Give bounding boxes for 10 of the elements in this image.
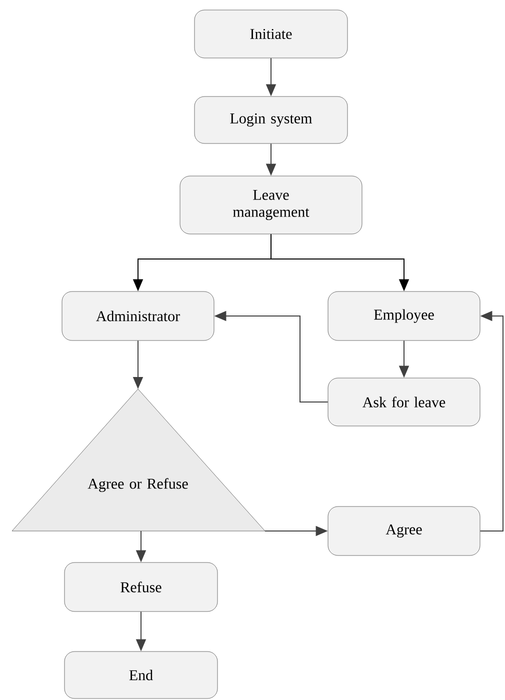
process-box: End [64,651,218,699]
process-box: Leave management [180,176,362,234]
process-box: Agree [328,506,480,556]
process-box: Initiate [194,10,348,58]
process-box: Employee [328,291,480,341]
node-label: Agree or Refuse [88,478,188,492]
process-box: Refuse [64,562,218,612]
process-box: Login system [194,96,348,144]
process-box: Administrator [62,291,214,341]
process-box: Ask for leave [328,378,480,426]
